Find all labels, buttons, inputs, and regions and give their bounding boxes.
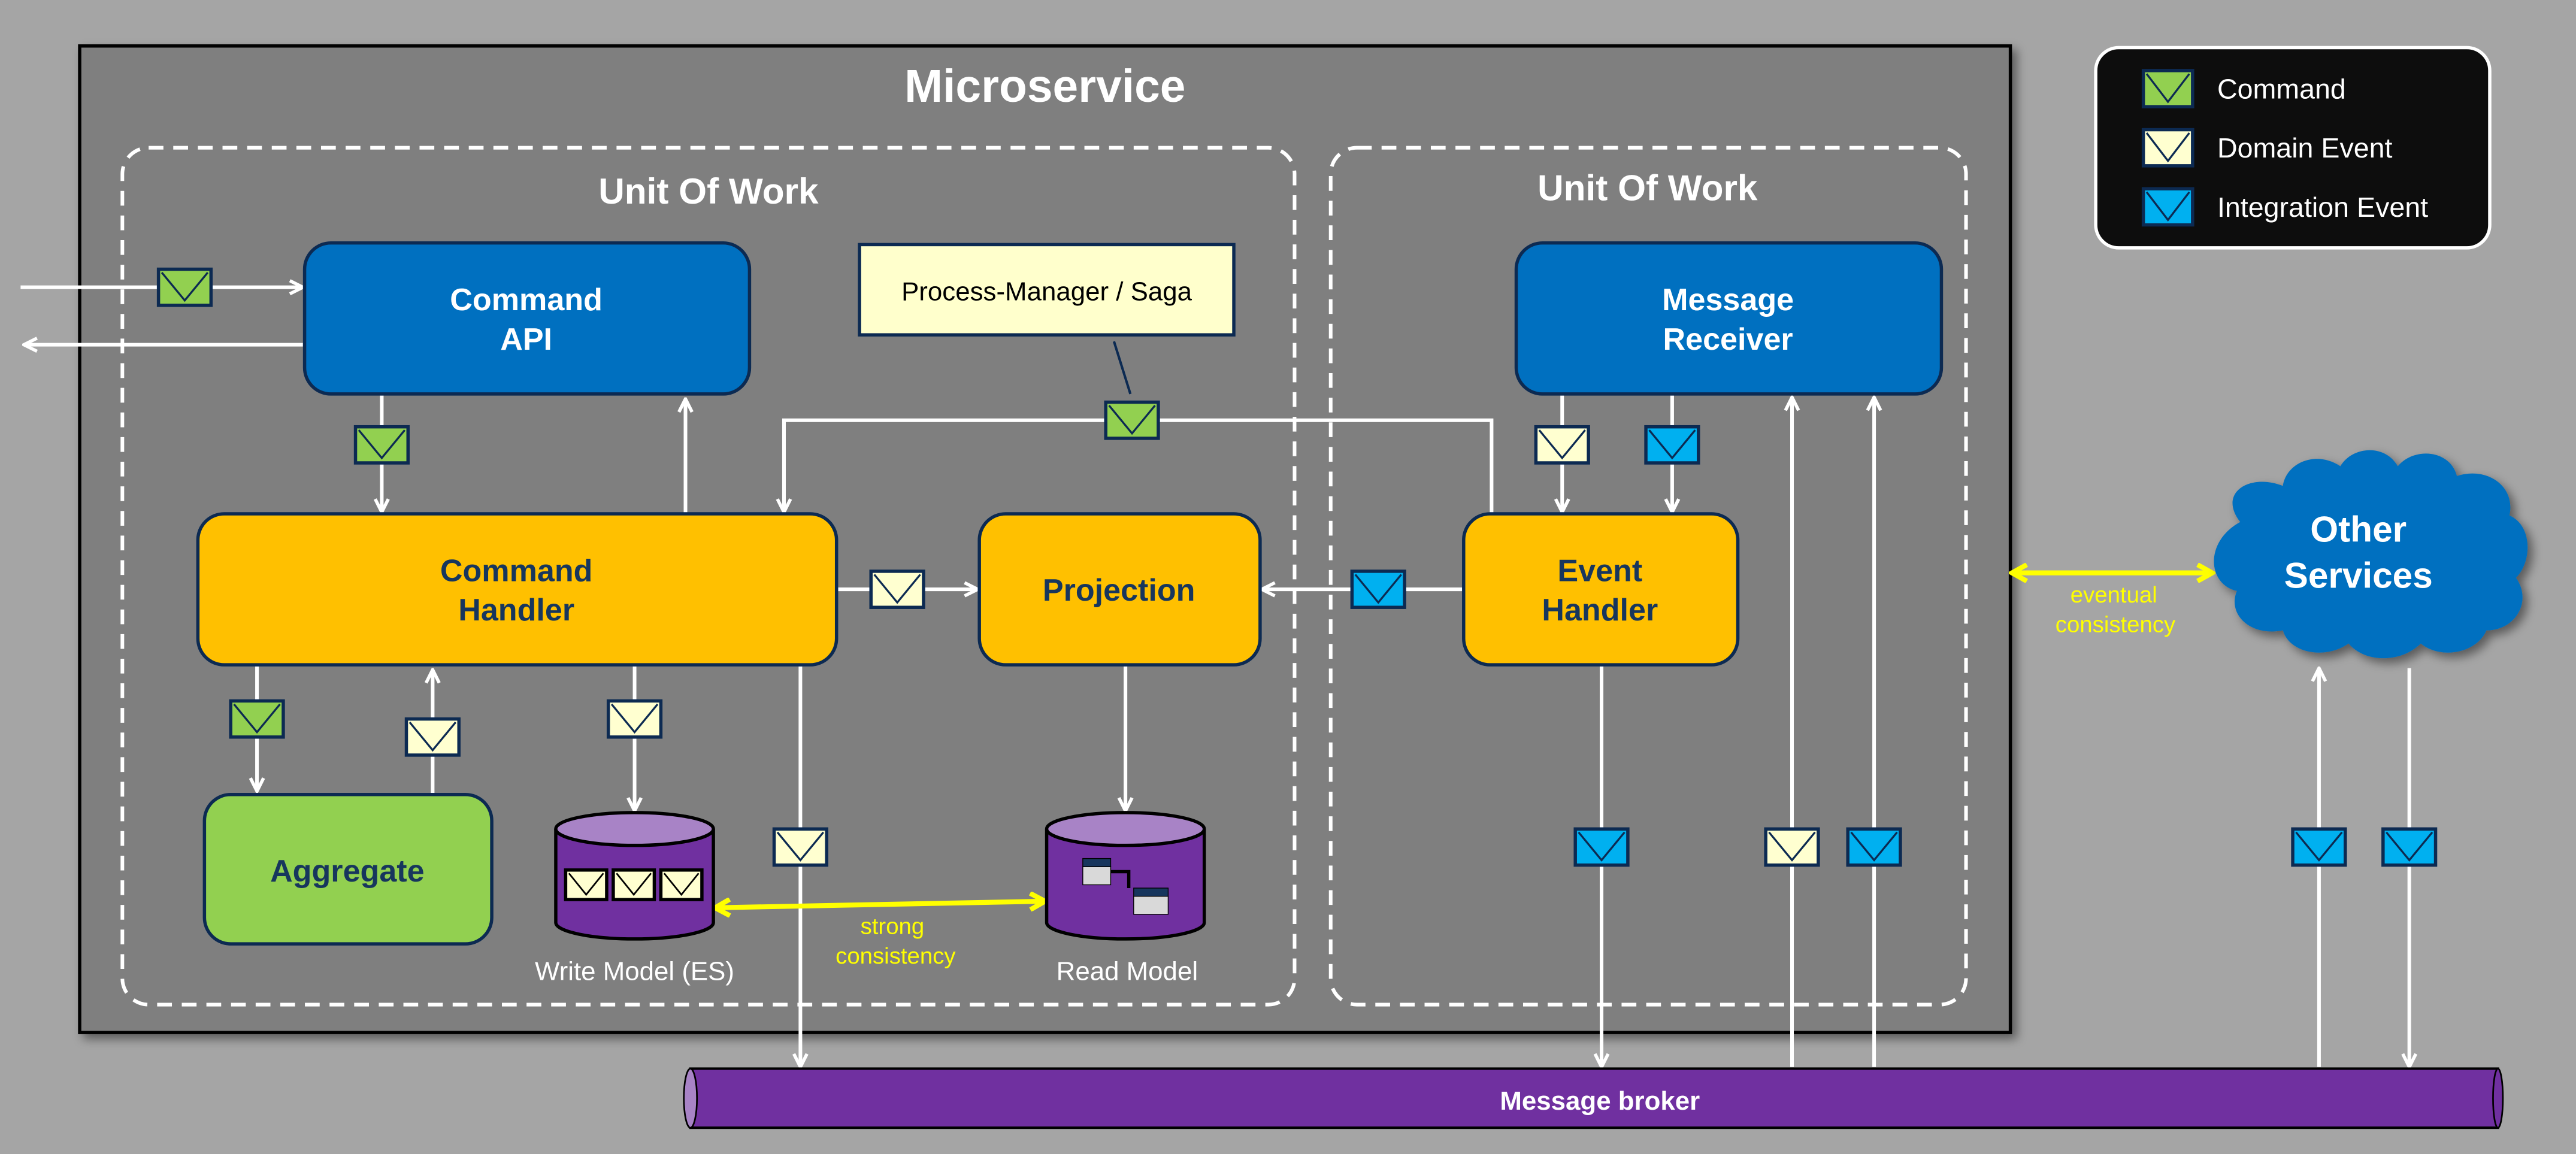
aggregate-label: Aggregate <box>270 854 425 889</box>
unit-of-work-left <box>120 146 1297 1007</box>
legend-label: Integration Event <box>2217 192 2428 223</box>
message-receiver-label-line1: Message <box>1662 283 1794 317</box>
other-services-in-envelope-icon <box>2381 827 2438 867</box>
unit-of-work-right <box>1328 146 1968 1007</box>
incoming-command-envelope-icon <box>156 267 213 307</box>
stored-event-icon <box>564 868 609 901</box>
message-receiver-label-line2: Receiver <box>1663 322 1793 357</box>
legend-item-integration-event: Integration Event <box>2141 187 2428 227</box>
other-services-label-line1: Other <box>2310 509 2407 550</box>
process-manager-label: Process-Manager / Saga <box>901 277 1192 307</box>
saga-connector <box>1112 341 1132 395</box>
read-model-database[interactable]: Read Model <box>1045 811 1206 986</box>
table-relation-icon <box>1082 858 1169 915</box>
stored-event-icon <box>659 868 704 901</box>
event-handler-box[interactable]: Event Handler <box>1462 512 1740 667</box>
write-model-database[interactable]: Write Model (ES) <box>535 811 734 986</box>
strong-consistency-label-line1: strong <box>861 914 925 940</box>
eventual-consistency-label-line1: eventual <box>2071 582 2157 608</box>
stored-event-icon <box>612 868 656 901</box>
handler-to-write-model-envelope-icon <box>606 699 663 739</box>
domain-event-envelope-icon <box>2141 128 2194 168</box>
legend-label: Command <box>2217 73 2346 104</box>
message-envelopes <box>156 267 2438 867</box>
event-handler-label-line2: Handler <box>1542 593 1658 628</box>
aggregate-box[interactable]: Aggregate <box>202 792 494 946</box>
handler-to-projection-envelope-icon <box>869 570 925 609</box>
projection-box[interactable]: Projection <box>977 512 1262 667</box>
command-handler-box[interactable]: Command Handler <box>196 512 839 667</box>
event-handler-to-broker-envelope-icon <box>1573 827 1630 867</box>
handler-to-broker-envelope-icon <box>772 827 828 867</box>
command-envelope-icon <box>2141 69 2194 108</box>
command-handler-label-line2: Handler <box>458 593 574 628</box>
command-api-label-line2: API <box>500 322 552 357</box>
process-manager-box[interactable]: Process-Manager / Saga <box>858 243 1236 337</box>
receiver-domain-event-envelope-icon <box>1534 425 1590 465</box>
eventual-consistency-label-line2: consistency <box>2056 611 2176 637</box>
read-model-label: Read Model <box>1057 956 1198 986</box>
other-services-cloud[interactable]: Other Services <box>2214 450 2528 659</box>
broker-integration-event-in-envelope-icon <box>1846 827 1902 867</box>
event-handler-label-line1: Event <box>1557 553 1642 588</box>
projection-label: Projection <box>1043 573 1195 608</box>
write-model-label: Write Model (ES) <box>535 956 734 986</box>
unit-of-work-left-label: Unit Of Work <box>598 171 819 211</box>
legend-item-domain-event: Domain Event <box>2141 128 2393 168</box>
integration-event-envelope-icon <box>2141 187 2194 227</box>
unit-of-work-right-label: Unit Of Work <box>1537 167 1758 208</box>
strong-consistency-label-line2: consistency <box>836 943 956 969</box>
receiver-integration-event-envelope-icon <box>1644 425 1700 465</box>
other-services-out-envelope-icon <box>2291 827 2347 867</box>
message-broker-pipe[interactable]: Message broker <box>683 1067 2504 1129</box>
legend-label: Domain Event <box>2217 132 2393 163</box>
microservice-title: Microservice <box>904 61 1185 112</box>
other-services-label-line2: Services <box>2284 555 2433 595</box>
command-handler-label-line1: Command <box>440 553 593 588</box>
event-handler-to-projection-envelope-icon <box>1350 570 1406 609</box>
saga-command-envelope-icon <box>1104 400 1160 440</box>
legend-item-command: Command <box>2141 69 2346 108</box>
message-receiver-box[interactable]: Message Receiver <box>1514 241 1944 396</box>
api-to-handler-envelope-icon <box>353 425 410 465</box>
message-broker-label: Message broker <box>1500 1086 1700 1116</box>
strong-consistency-arrow <box>715 901 1045 908</box>
broker-domain-event-in-envelope-icon <box>1764 827 1820 867</box>
command-api-box[interactable]: Command API <box>302 241 752 396</box>
handler-to-aggregate-envelope-icon <box>229 699 285 739</box>
command-api-label-line1: Command <box>450 283 603 317</box>
aggregate-to-handler-envelope-icon <box>404 717 461 757</box>
